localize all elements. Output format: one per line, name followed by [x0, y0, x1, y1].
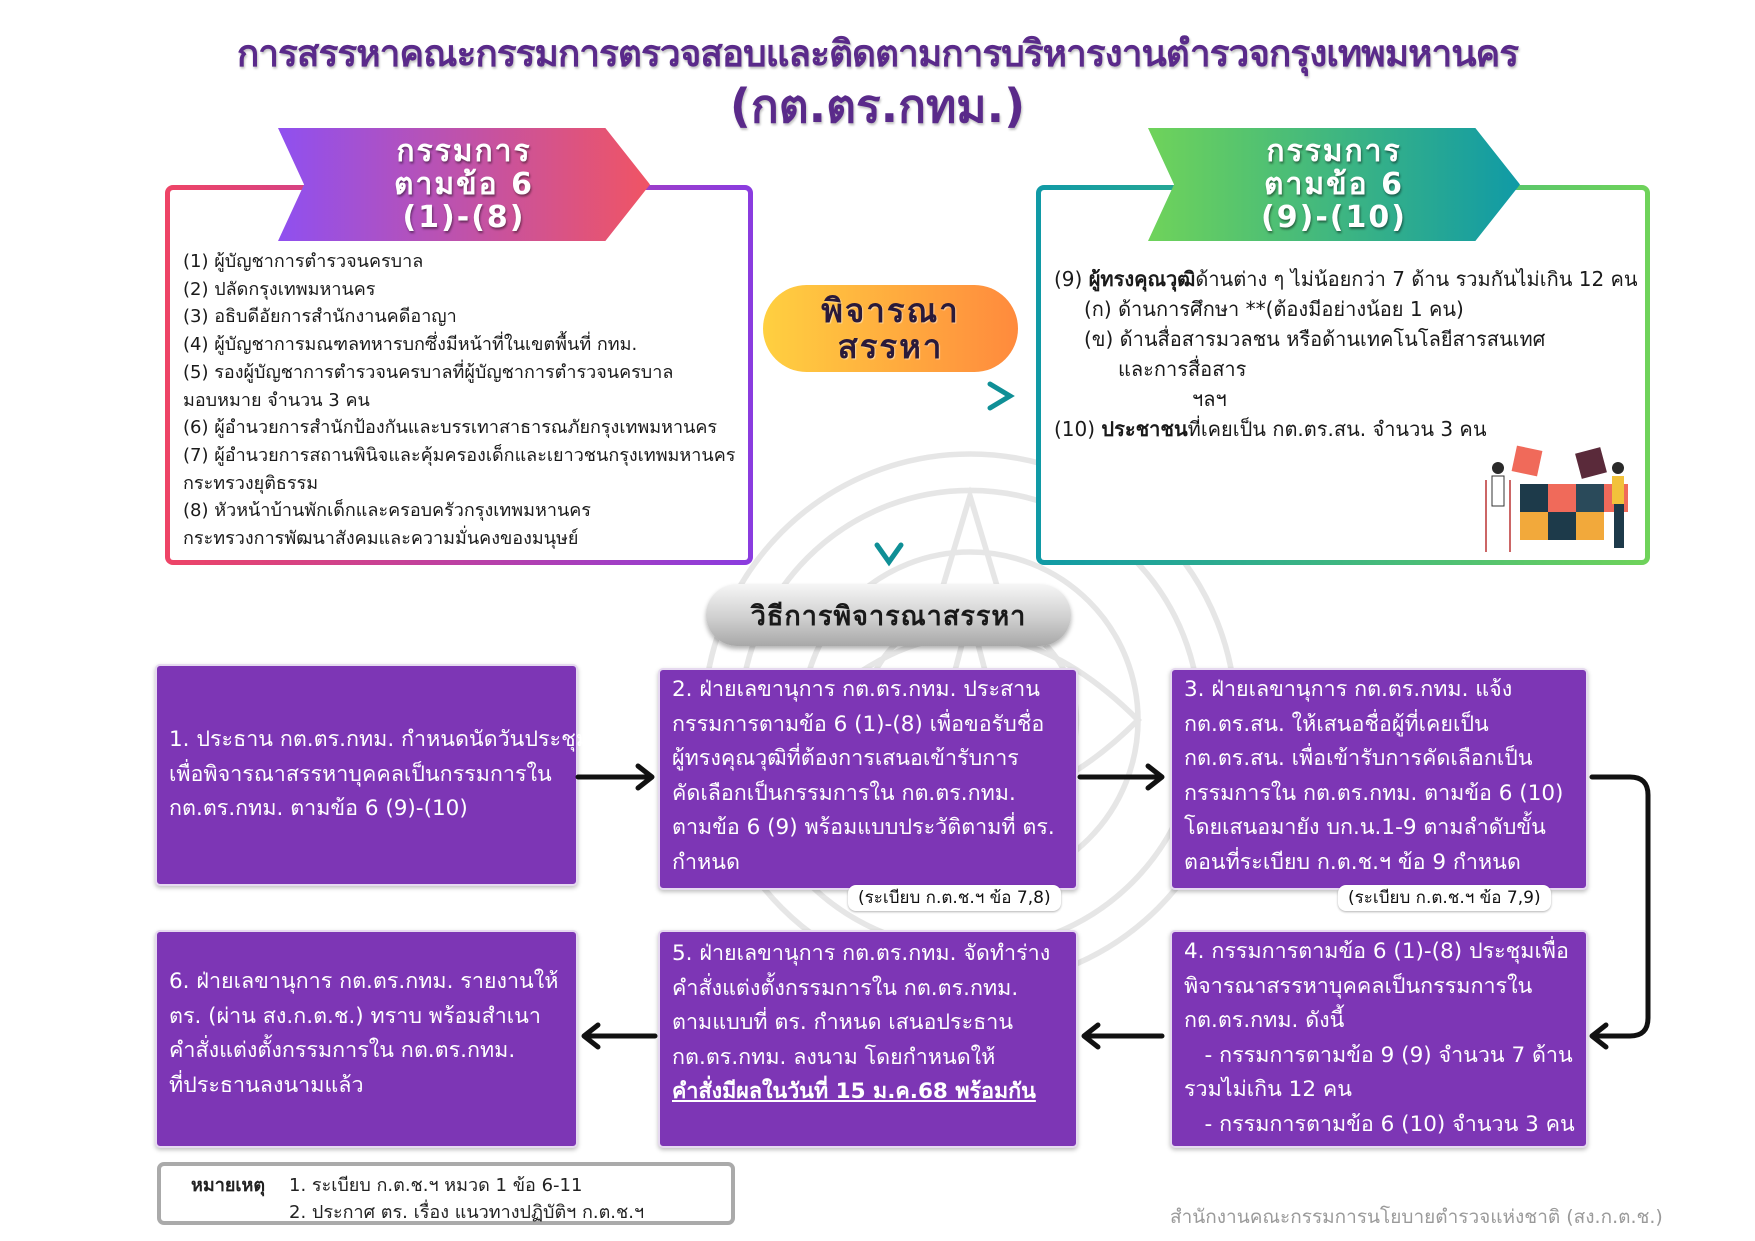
step-text: 6. ฝ่ายเลขานุการ กต.ตร.กทม. รายงานให้ — [169, 969, 559, 994]
step-text: ตามข้อ 6 (9) พร้อมแบบประวัติตามที่ ตร. — [672, 815, 1055, 840]
right-members-ribbon: กรรมการ ตามข้อ 6 (9)-(10) — [1148, 128, 1520, 241]
page-title: การสรรหาคณะกรรมการตรวจสอบและติดตามการบริ… — [236, 32, 1519, 75]
arrow-consider-right — [774, 381, 1015, 411]
list-item: กระทรวงการพัฒนาสังคมและความมั่นคงของมนุษ… — [183, 528, 579, 550]
item-prefix: (10) — [1054, 417, 1102, 441]
step-text: กต.ตร.สน. เพื่อเข้ารับการคัดเลือกเป็น — [1184, 746, 1533, 771]
list-item: (6) ผู้อำนวยการสำนักป้องกันและบรรเทาสาธา… — [183, 417, 718, 439]
arrow-step4-to-step5 — [1081, 1022, 1165, 1050]
step-text: กต.ตร.กทม. ตามข้อ 6 (9)-(10) — [169, 796, 468, 822]
step-text: - กรรมการตามข้อ 6 (10) จำนวน 3 คน — [1184, 1111, 1575, 1137]
left-members-box — [165, 185, 753, 565]
step-text: 4. กรรมการตามข้อ 6 (1)-(8) ประชุมเพื่อ — [1184, 939, 1569, 964]
step-text: คำสั่งแต่งตั้งกรรมการใน กต.ตร.กทม. — [672, 975, 1019, 1001]
step-text: 1. ประธาน กต.ตร.กทม. กำหนดนัดวันประชุม — [169, 727, 590, 753]
list-item: (7) ผู้อำนวยการสถานพินิจและคุ้มครองเด็กแ… — [183, 444, 736, 466]
list-item: (5) รองผู้บัญชาการตำรวจนครบาลที่ผู้บัญชา… — [183, 361, 674, 383]
step-text: กต.ตร.กทม. ลงนาม โดยกำหนดให้ — [672, 1044, 996, 1070]
item-bold: ผู้ทรงคุณวุฒิ — [1088, 267, 1196, 291]
step-3-reference: (ระเบียบ ก.ต.ช.ฯ ข้อ 7,9) — [1338, 885, 1551, 911]
ribbon-line: (1)-(8) — [402, 200, 526, 235]
list-sub-item: (ก) ด้านการศึกษา **(ต้องมีอย่างน้อย 1 คน… — [1084, 297, 1464, 321]
step-box-5: 5. ฝ่ายเลขานุการ กต.ตร.กทม. จัดทำร่าง คำ… — [658, 930, 1078, 1148]
note-box: หมายเหตุ 1. ระเบียบ ก.ต.ช.ฯ หมวด 1 ข้อ 6… — [157, 1162, 735, 1225]
list-item: (2) ปลัดกรุงเทพมหานคร — [183, 278, 376, 300]
list-item-10: (10) ประชาชนที่เคยเป็น กต.ตร.สน. จำนวน 3… — [1054, 414, 1648, 444]
step-text: 3. ฝ่ายเลขานุการ กต.ตร.กทม. แจ้ง — [1184, 677, 1513, 702]
step-text: ตอนที่ระเบียบ ก.ต.ช.ฯ ข้อ 9 กำหนด — [1184, 849, 1521, 875]
step-text: กต.ตร.สน. ให้เสนอชื่อผู้ที่เคยเป็น — [1184, 711, 1489, 737]
item-rest: ที่เคยเป็น กต.ตร.สน. จำนวน 3 คน — [1187, 417, 1487, 441]
step-2-reference: (ระเบียบ ก.ต.ช.ฯ ข้อ 7,8) — [848, 885, 1061, 911]
left-members-ribbon: กรรมการ ตามข้อ 6 (1)-(8) — [278, 128, 650, 241]
list-item-9: (9) ผู้ทรงคุณวุฒิด้านต่าง ๆ ไม่น้อยกว่า … — [1054, 264, 1648, 294]
list-item: มอบหมาย จำนวน 3 คน — [183, 389, 370, 411]
pill-line: สรรหา — [837, 326, 944, 366]
list-sub-item: ฯลฯ — [1192, 387, 1227, 411]
consider-recruit-pill: พิจารณา สรรหา — [763, 285, 1018, 372]
page-subtitle: (กต.ตร.กทม.) — [729, 79, 1026, 133]
step-text: ที่ประธานลงนามแล้ว — [169, 1072, 364, 1098]
list-sub-item: และการสื่อสาร — [1118, 357, 1247, 381]
list-sub-item: (ข) ด้านสื่อสารมวลชน หรือด้านเทคโนโลยีสา… — [1084, 327, 1546, 351]
step-text: 2. ฝ่ายเลขานุการ กต.ตร.กทม. ประสาน — [672, 677, 1040, 702]
list-item: กระทรวงยุติธรรม — [183, 472, 319, 494]
step-box-3: 3. ฝ่ายเลขานุการ กต.ตร.กทม. แจ้ง กต.ตร.ส… — [1170, 668, 1588, 890]
step-text: คำสั่งแต่งตั้งกรรมการใน กต.ตร.กทม. — [169, 1038, 516, 1063]
step-text: - กรรมการตามข้อ 9 (9) จำนวน 7 ด้าน — [1184, 1042, 1573, 1068]
list-item: (1) ผู้บัญชาการตำรวจนครบาล — [183, 251, 424, 272]
step-text: รวมไม่เกิน 12 คน — [1184, 1077, 1352, 1102]
footer-org-name: สำนักงานคณะกรรมการนโยบายตำรวจแห่งชาติ (ส… — [1170, 1206, 1663, 1228]
list-item: (4) ผู้บัญชาการมณฑลทหารบกซึ่งมีหน้าที่ใน… — [183, 334, 638, 356]
step-text: กต.ตร.กทม. ดังนี้ — [1184, 1008, 1345, 1033]
item-rest: ด้านต่าง ๆ ไม่น้อยกว่า 7 ด้าน รวมกันไม่เ… — [1195, 267, 1638, 291]
left-members-list: (1) ผู้บัญชาการตำรวจนครบาล (2) ปลัดกรุงเ… — [183, 248, 749, 553]
arrow-step3-to-step4 — [1589, 774, 1651, 1050]
step-text: กรรมการตามข้อ 6 (1)-(8) เพื่อขอรับชื่อ — [672, 711, 1045, 737]
step-box-4: 4. กรรมการตามข้อ 6 (1)-(8) ประชุมเพื่อ พ… — [1170, 930, 1588, 1148]
note-label: หมายเหตุ — [191, 1175, 266, 1196]
ribbon-line: กรรมการ — [1266, 134, 1402, 169]
step-text: ตร. (ผ่าน สง.ก.ต.ช.) ทราบ พร้อมสำเนา — [169, 1003, 541, 1029]
ribbon-line: ตามข้อ 6 — [394, 167, 534, 202]
step-text: คัดเลือกเป็นกรรมการใน กต.ตร.กทม. — [672, 780, 1016, 806]
note-item: 1. ระเบียบ ก.ต.ช.ฯ หมวด 1 ข้อ 6-11 — [289, 1175, 583, 1196]
pill-line: พิจารณา — [821, 290, 960, 330]
step-text: ตามแบบที่ ตร. กำหนด เสนอประธาน — [672, 1010, 1014, 1035]
step-box-6: 6. ฝ่ายเลขานุการ กต.ตร.กทม. รายงานให้ ตร… — [155, 930, 578, 1148]
step-text: พิจารณาสรรหาบุคคลเป็นกรรมการใน — [1184, 973, 1533, 999]
step-box-1: 1. ประธาน กต.ตร.กทม. กำหนดนัดวันประชุม เ… — [155, 664, 590, 886]
list-item: (8) หัวหน้าบ้านพักเด็กและครอบครัวกรุงเทพ… — [183, 500, 591, 522]
ribbon-line: (9)-(10) — [1261, 200, 1407, 235]
step-text: กรรมการใน กต.ตร.กทม. ตามข้อ 6 (10) — [1184, 780, 1564, 806]
step-text: โดยเสนอมายัง บก.น.1-9 ตามลำดับขั้น — [1184, 815, 1546, 840]
step-emphasis: คำสั่งมีผลในวันที่ 15 ม.ค.68 พร้อมกัน — [672, 1079, 1036, 1104]
step-box-2: 2. ฝ่ายเลขานุการ กต.ตร.กทม. ประสาน กรรมก… — [658, 668, 1078, 890]
step-text: 5. ฝ่ายเลขานุการ กต.ตร.กทม. จัดทำร่าง — [672, 941, 1051, 966]
step-text: ผู้ทรงคุณวุฒิที่ต้องการเสนอเข้ารับการ — [672, 746, 1019, 771]
method-title-pill: วิธีการพิจารณาสรรหา — [706, 584, 1071, 646]
puzzle-illustration — [1485, 445, 1628, 552]
step-text: กำหนด — [672, 849, 740, 875]
item-bold: ประชาชน — [1101, 417, 1188, 441]
note-item: 2. ประกาศ ตร. เรื่อง แนวทางปฏิบัติฯ ก.ต.… — [289, 1202, 645, 1223]
arrow-step5-to-step6 — [581, 1022, 658, 1050]
ribbon-line: ตามข้อ 6 — [1264, 167, 1404, 202]
list-item: (3) อธิบดีอัยการสำนักงานคดีอาญา — [183, 306, 457, 328]
arrow-step1-to-step2 — [575, 763, 655, 791]
item-prefix: (9) — [1054, 267, 1089, 291]
step-text: เพื่อพิจารณาสรรหาบุคคลเป็นกรรมการใน — [169, 761, 552, 787]
ribbon-line: กรรมการ — [396, 134, 532, 169]
right-members-list: (9) ผู้ทรงคุณวุฒิด้านต่าง ๆ ไม่น้อยกว่า … — [1054, 264, 1648, 444]
